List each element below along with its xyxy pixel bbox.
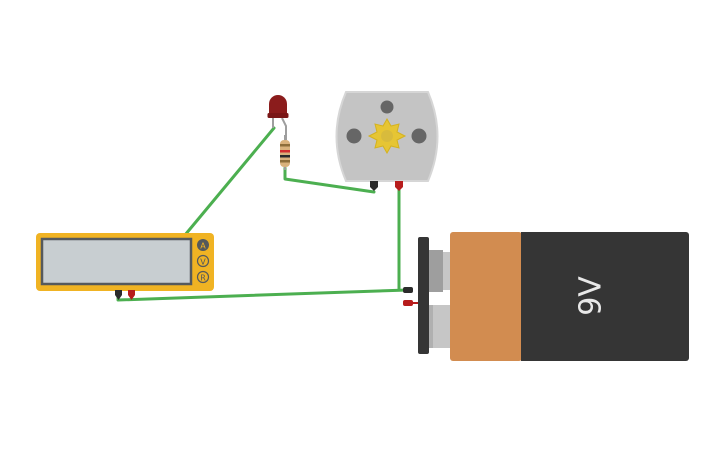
multimeter[interactable]: A V R — [36, 233, 214, 300]
battery-terminal-bottom-cap — [433, 305, 451, 348]
wire-battery-to-multimeter[interactable] — [116, 288, 410, 302]
resistor[interactable] — [280, 135, 290, 170]
motor-shaft — [381, 130, 393, 142]
battery-body — [521, 232, 689, 361]
battery-terminal-top-cap — [443, 252, 451, 290]
multimeter-mode-button-ammeter[interactable]: A — [197, 239, 209, 251]
multimeter-mode-button-voltmeter[interactable]: V — [196, 254, 210, 268]
multimeter-red-probe[interactable] — [128, 290, 135, 300]
resistor-band-3 — [280, 155, 290, 158]
motor-mount-hole-left — [346, 128, 362, 144]
battery-terminal-top — [429, 250, 443, 292]
battery-9v[interactable]: 9V — [403, 232, 689, 361]
battery-label: 9V — [574, 276, 609, 316]
led[interactable] — [267, 95, 289, 140]
battery-lead-red[interactable] — [403, 300, 418, 306]
multimeter-mode-button-ohmmeter[interactable]: R — [196, 270, 210, 284]
multimeter-black-probe[interactable] — [115, 290, 122, 300]
multimeter-mode-label-a: A — [200, 242, 206, 251]
battery-copper-cap — [450, 232, 522, 361]
battery-body-seam — [521, 232, 527, 361]
wire-multimeter-to-led[interactable] — [183, 126, 276, 237]
motor-terminal-black[interactable] — [370, 181, 378, 191]
motor-mount-hole-top — [380, 100, 394, 114]
resistor-band-1 — [280, 144, 290, 147]
led-base — [267, 113, 289, 118]
motor-terminal-red[interactable] — [395, 181, 403, 191]
wire-resistor-to-motor[interactable] — [283, 166, 376, 194]
battery-lead-black[interactable] — [403, 287, 413, 293]
resistor-band-2 — [280, 150, 290, 153]
resistor-band-4 — [280, 160, 290, 163]
motor-mount-hole-right — [411, 128, 427, 144]
multimeter-mode-label-v: V — [200, 258, 206, 267]
multimeter-screen — [40, 237, 193, 286]
led-icon — [269, 95, 287, 116]
multimeter-mode-label-r: R — [200, 274, 206, 283]
dc-motor[interactable] — [335, 91, 439, 191]
battery-connector-plate — [418, 237, 429, 354]
